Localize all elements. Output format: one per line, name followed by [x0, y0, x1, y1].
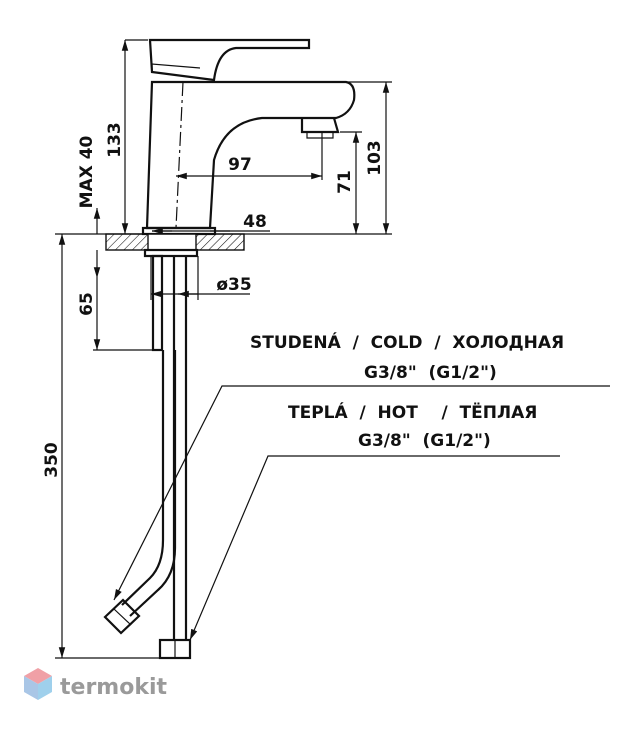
dim-97: 97 [228, 155, 252, 175]
dim-133: 133 [105, 122, 125, 158]
hot-hose [158, 256, 192, 660]
dim-350: 350 [42, 442, 62, 478]
dim-max-40: MAX 40 [77, 135, 97, 208]
brand-logo: termokit [24, 668, 167, 700]
dim-71: 71 [335, 170, 355, 194]
dim-65: 65 [77, 292, 97, 316]
center-line [175, 81, 184, 229]
hot-connection-thread: G3/8" (G1/2") [358, 431, 491, 451]
cold-hose [103, 350, 177, 635]
cold-connection-thread: G3/8" (G1/2") [364, 363, 497, 383]
brand-name: termokit [60, 675, 167, 700]
dimension-lines [55, 39, 392, 659]
brand-logo-icon [24, 668, 52, 700]
dim-48: 48 [243, 212, 267, 232]
dim-diameter-35: ø35 [216, 275, 251, 295]
cold-connection-label: STUDENÁ / COLD / ХОЛОДНАЯ [250, 331, 564, 353]
faucet-body [145, 38, 356, 230]
leader-lines [113, 385, 610, 641]
dim-103: 103 [365, 140, 385, 176]
hot-connection-label: TEPLÁ / HOT / ТЁПЛАЯ [288, 401, 537, 423]
